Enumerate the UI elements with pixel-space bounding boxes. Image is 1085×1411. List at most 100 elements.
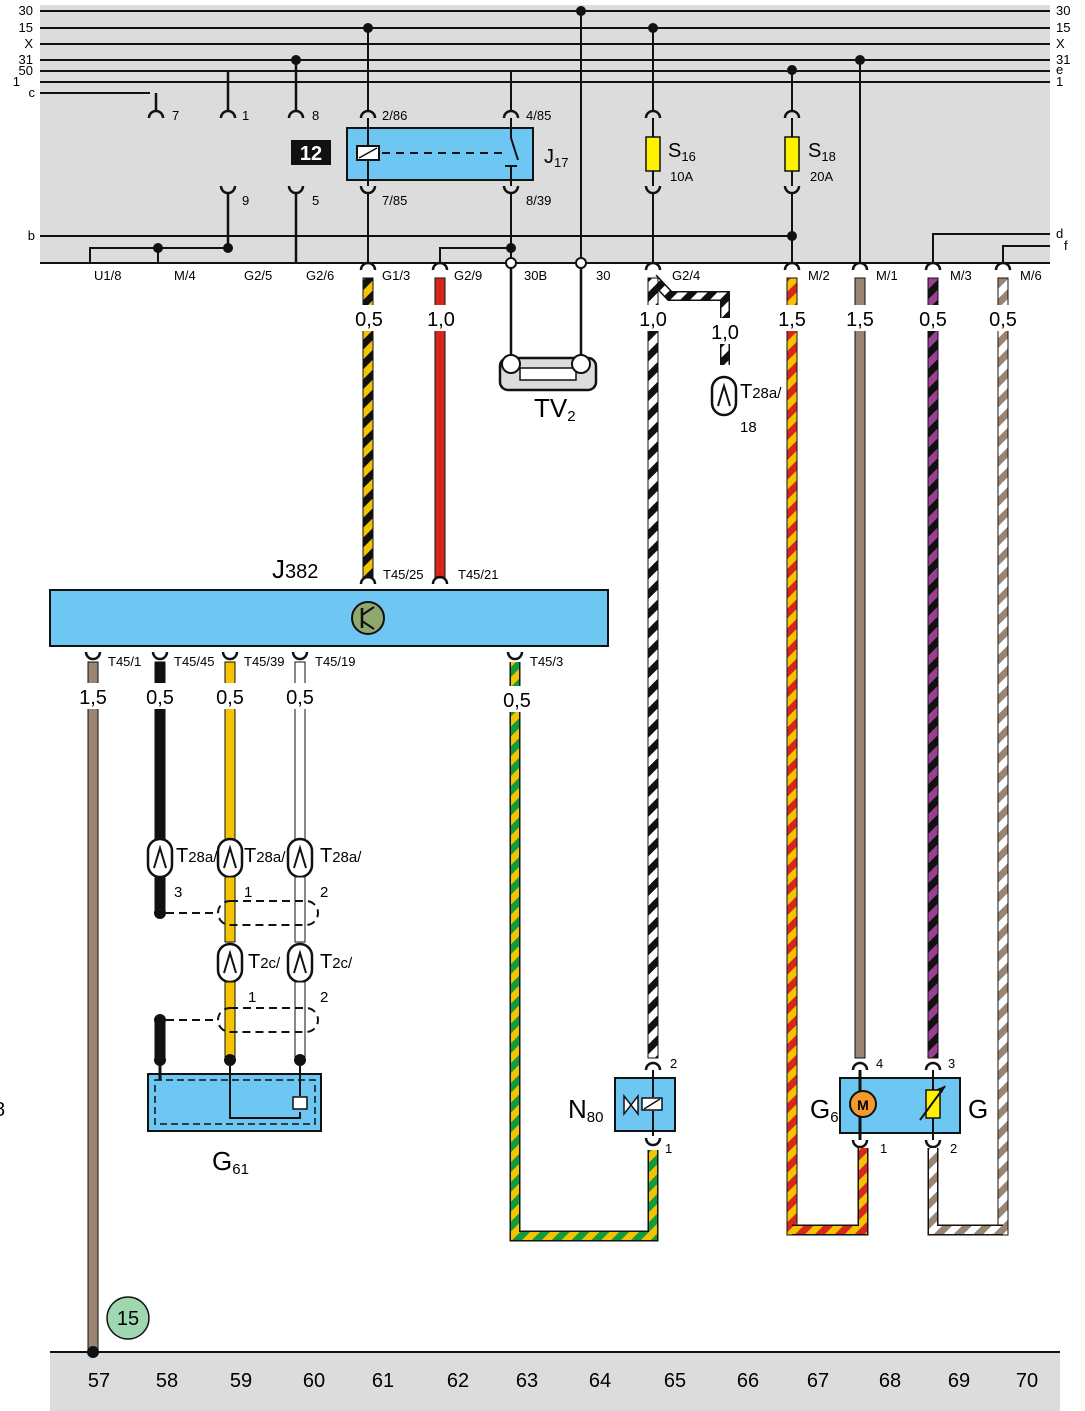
- fuse-s18: [783, 65, 801, 263]
- conn-label-30: 30: [596, 268, 610, 283]
- t2c-1-number: 1: [248, 989, 256, 1006]
- wire-red-yellow-bottom: [792, 1148, 869, 1236]
- contacts-top-row: [147, 60, 305, 263]
- conn-label-30b: 30B: [524, 268, 547, 283]
- wire-sizes-top: 0,5 1,0 1,0 1,0 1,5 1,5 0,5 0,5: [354, 305, 1018, 344]
- wire-size-label: 1,0: [639, 309, 667, 331]
- column-number: 66: [737, 1370, 759, 1392]
- wire-brown: [854, 277, 866, 1059]
- wire-size-label: 1,5: [79, 687, 107, 709]
- t28a-connectors: [146, 837, 314, 879]
- wire-size-label: 0,5: [989, 309, 1017, 331]
- rail-d-f: [932, 233, 1050, 263]
- junction-dot: [506, 243, 516, 253]
- column-number: 57: [88, 1370, 110, 1392]
- fuel-pump-assembly: M: [839, 1061, 961, 1149]
- relay-pin-8-39: 8/39: [526, 193, 551, 208]
- t28a-2-number: 2: [320, 884, 328, 901]
- fuse-s16-rating: 10A: [670, 169, 693, 184]
- wires-mid: [87, 661, 659, 1353]
- column-number: 59: [230, 1370, 252, 1392]
- wire-brown-ground: [87, 661, 99, 1353]
- wire-size-label: 1,5: [846, 309, 874, 331]
- relay-pin-4-85: 4/85: [526, 108, 551, 123]
- wires-top: [362, 277, 1009, 1236]
- conn-label-m-4: M/4: [174, 268, 196, 283]
- column-number: 64: [589, 1370, 611, 1392]
- control-unit-j382: [49, 575, 609, 661]
- connector-labels: U1/8 M/4 G2/5 G2/6 G1/3 G2/9 30B 30 G2/4…: [94, 268, 1042, 283]
- tv2-terminal: [498, 268, 598, 392]
- wire-brown-white: [997, 277, 1009, 1236]
- g61-label: G61: [212, 1146, 249, 1178]
- rail-label-x-right: X: [1056, 36, 1065, 51]
- column-number: 60: [303, 1370, 325, 1392]
- j382-label: J382: [272, 554, 318, 584]
- rail-label-31-right: 31: [1056, 52, 1070, 67]
- t28a-18-connector: [710, 375, 738, 417]
- junction-dot: [291, 55, 301, 65]
- ground-junction-dot: [87, 1346, 99, 1358]
- rail-label-30: 30: [19, 3, 33, 18]
- relay-position-badge: [291, 140, 331, 165]
- contact-label-8: 8: [312, 108, 319, 123]
- junction-dot: [153, 243, 163, 253]
- t28a-18-label: T28a/: [740, 381, 782, 403]
- g-sender-label: G: [968, 1094, 988, 1124]
- wire-size-label: 1,0: [427, 309, 455, 331]
- panel-connectors: [359, 261, 1012, 271]
- t2c-2-number: 2: [320, 989, 328, 1006]
- column-number: 62: [447, 1370, 469, 1392]
- ground-reference-badge: [106, 1296, 150, 1340]
- rail-label-30-right: 30: [1056, 3, 1070, 18]
- valve-n80: [614, 1061, 676, 1147]
- junction-dot: [576, 6, 586, 16]
- rail-label-d: d: [1056, 226, 1063, 241]
- n80-label: N80: [568, 1094, 603, 1126]
- relay-position-number: 12: [300, 143, 322, 165]
- contact-label-7: 7: [172, 108, 179, 123]
- fuse-s16: [644, 23, 662, 263]
- relay-panel: [40, 5, 1050, 263]
- conn-label-m-2: M/2: [808, 268, 830, 283]
- column-number: 65: [664, 1370, 686, 1392]
- terminal-30: [575, 257, 587, 269]
- rail-label-e-right: e: [1056, 62, 1063, 77]
- conn-label-g1-3: G1/3: [382, 268, 410, 283]
- conn-label-m-1: M/1: [876, 268, 898, 283]
- tv2-label: TV2: [534, 393, 576, 425]
- rail-label-31: 31: [19, 52, 33, 67]
- contact-label-5: 5: [312, 193, 319, 208]
- wire-black-white: [647, 277, 659, 1059]
- left-edge-mark: 8: [0, 1099, 5, 1121]
- rail-label-1-right: 1: [1056, 74, 1063, 89]
- wire-brown-white-bottom: [927, 1148, 1003, 1236]
- junction-dot: [223, 243, 233, 253]
- wire-green-yellow: [509, 662, 659, 1242]
- column-number: 69: [948, 1370, 970, 1392]
- bottom-numbers: 57 58 59 60 61 62 63 64 65 66 67 68 69 7…: [88, 1370, 1038, 1392]
- j382-pin-t45-19: T45/19: [315, 654, 355, 669]
- contact-label-1: 1: [242, 108, 249, 123]
- conn-label-g2-9: G2/9: [454, 268, 482, 283]
- g6-pin-1: 1: [880, 1141, 887, 1156]
- terminal-30b: [505, 257, 517, 269]
- relay-pin-7-85: 7/85: [382, 193, 407, 208]
- column-number: 63: [516, 1370, 538, 1392]
- wire-green-yellow-fill: [511, 662, 657, 1240]
- fuse-s18-name: S18: [808, 140, 836, 164]
- g-pin-3: 3: [948, 1056, 955, 1071]
- feed-lines: [439, 11, 861, 263]
- column-number: 67: [807, 1370, 829, 1392]
- motor-symbol: M: [857, 1097, 869, 1113]
- j382-pin-t45-25: T45/25: [383, 567, 423, 582]
- column-number: 68: [879, 1370, 901, 1392]
- ground-reference-number: 15: [117, 1308, 139, 1330]
- conn-label-g2-4: G2/4: [672, 268, 700, 283]
- conn-label-m-6: M/6: [1020, 268, 1042, 283]
- column-number: 61: [372, 1370, 394, 1392]
- j382-pin-t45-3: T45/3: [530, 654, 563, 669]
- j382-pin-t45-21: T45/21: [458, 567, 498, 582]
- relay-j17: [346, 23, 1050, 263]
- wire-size-label: 1,0: [711, 322, 739, 344]
